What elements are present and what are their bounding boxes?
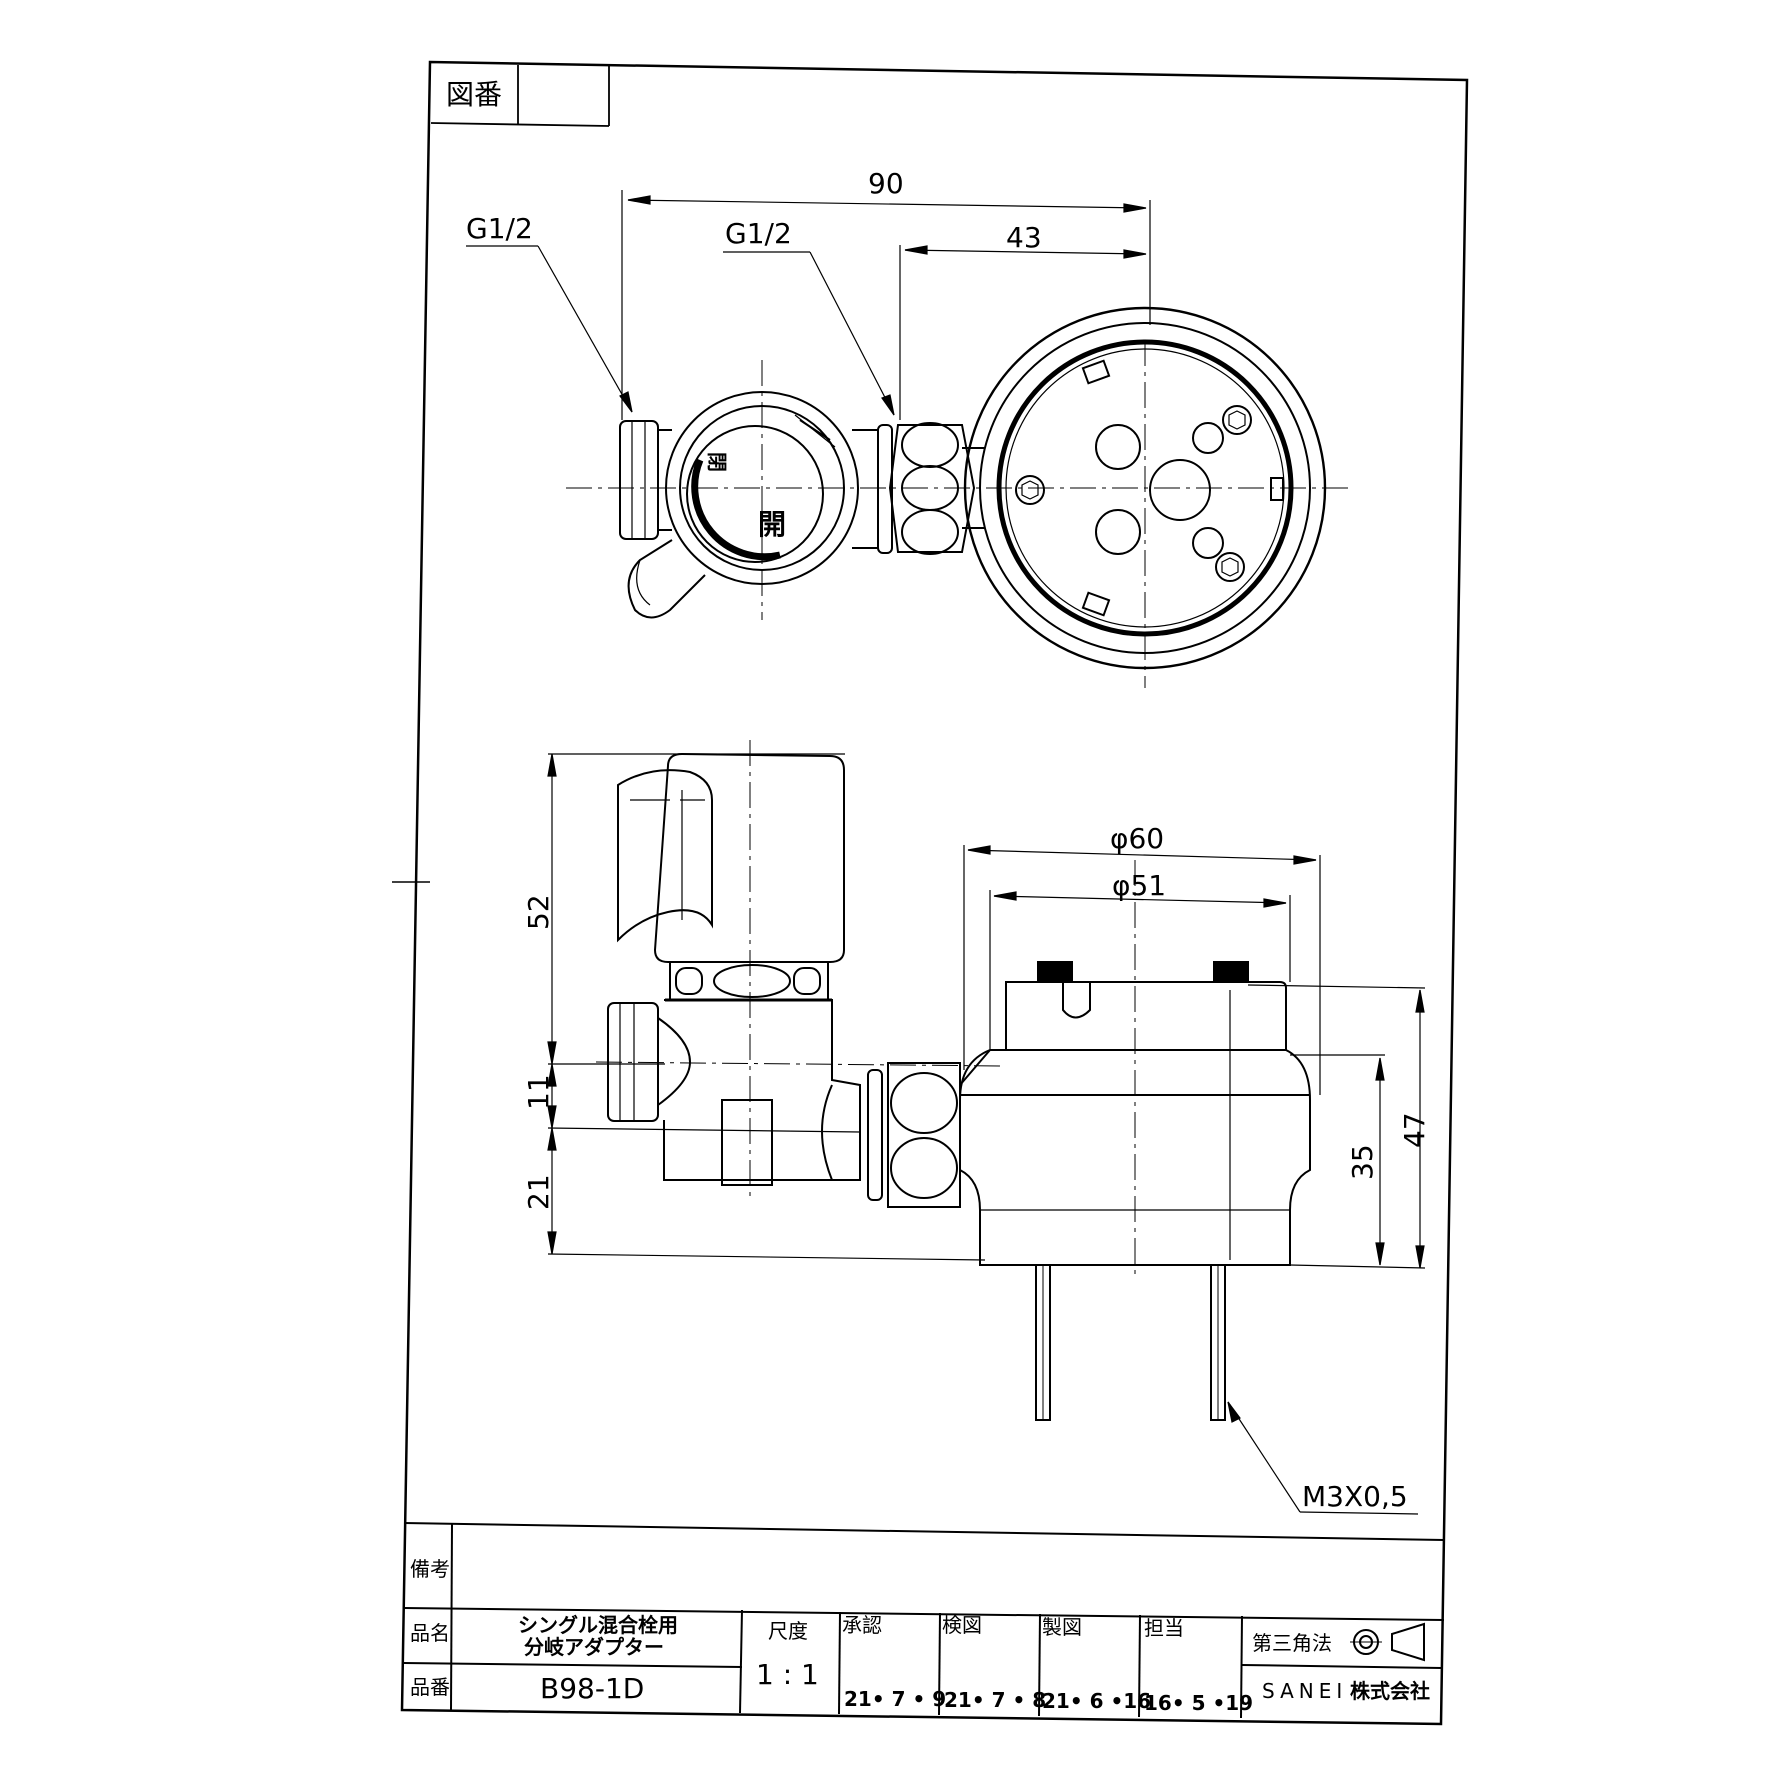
- company-suffix: 株式会社: [1350, 1679, 1430, 1703]
- drawing-frame: [392, 60, 1469, 1726]
- front-view-dimensions: [547, 753, 1426, 1515]
- dim-bolt-thread: M3X0,5: [1302, 1480, 1408, 1513]
- projection-method: 第三角法: [1252, 1631, 1332, 1655]
- title-block-lines: [403, 1522, 1445, 1719]
- approved-label: 承認: [842, 1613, 882, 1637]
- part-number-label: 品番: [410, 1675, 450, 1699]
- dim-height-bottom: 21: [522, 1174, 555, 1210]
- dim-dia-outer: φ60: [1110, 822, 1164, 855]
- drawing-number-label: 図番: [446, 78, 502, 111]
- scale-label: 尺度: [768, 1619, 808, 1643]
- in-charge-date: 16• 5 •19: [1144, 1691, 1253, 1715]
- approved-date: 21• 7 • 9: [844, 1687, 946, 1711]
- dim-thread-mid: G1/2: [725, 217, 792, 250]
- valve-open-mark: 開: [758, 508, 786, 541]
- in-charge-label: 担当: [1144, 1616, 1184, 1640]
- part-number-value: B98-1D: [540, 1672, 644, 1705]
- product-name-line1: シングル混合栓用: [518, 1613, 678, 1637]
- checked-date: 21• 7 • 8: [944, 1688, 1046, 1712]
- valve-closed-mark: 閉: [705, 452, 729, 472]
- product-name-line2: 分岐アダプター: [524, 1635, 664, 1659]
- dim-overall-width: 90: [868, 167, 904, 200]
- dim-height-total: 47: [1398, 1112, 1431, 1148]
- dim-dia-inner: φ51: [1112, 869, 1166, 902]
- dim-height-top: 52: [522, 894, 555, 930]
- remarks-label: 備考: [410, 1557, 450, 1581]
- scale-value: 1 : 1: [756, 1658, 819, 1691]
- dim-thread-left: G1/2: [466, 212, 533, 245]
- drawn-label: 製図: [1042, 1615, 1082, 1639]
- top-view: [566, 306, 1350, 688]
- checked-label: 検図: [942, 1613, 982, 1637]
- dim-height-mid: 11: [522, 1074, 555, 1110]
- top-view-dimensions: [466, 190, 1151, 420]
- drawn-date: 21• 6 •16: [1042, 1689, 1151, 1713]
- front-view: [595, 740, 1311, 1421]
- dim-height-body: 35: [1346, 1144, 1379, 1180]
- company-brand: SANEI: [1262, 1679, 1347, 1703]
- drawing-number-box: [430, 65, 610, 127]
- third-angle-projection-icon: [1350, 1622, 1425, 1662]
- product-name-label: 品名: [410, 1621, 450, 1645]
- dim-partial-width: 43: [1006, 221, 1042, 254]
